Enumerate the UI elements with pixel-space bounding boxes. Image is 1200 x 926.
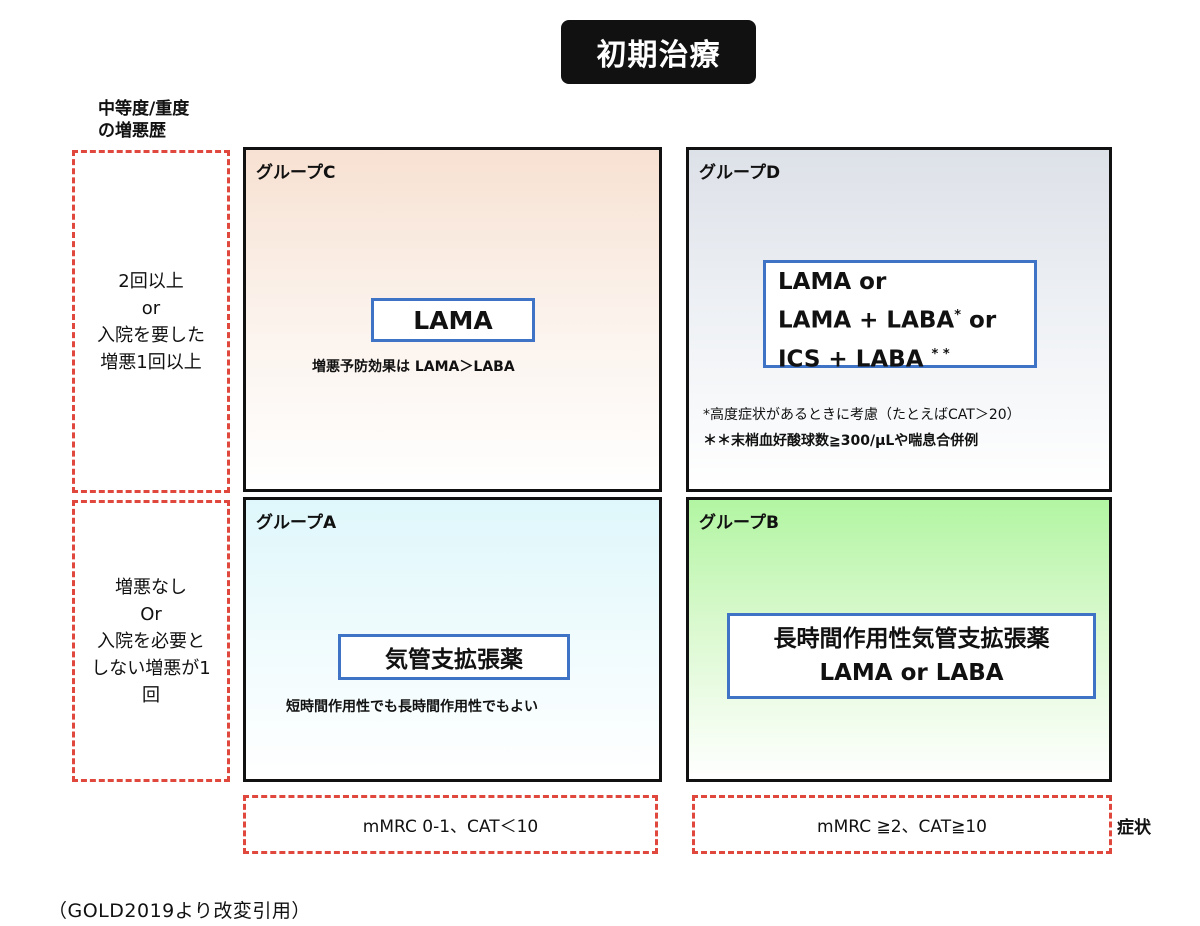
source-citation: （GOLD2019より改変引用） xyxy=(48,900,311,922)
group-d-treatment-line3: ICS + LABA * * xyxy=(778,346,950,373)
column-label-box-left: mMRC 0-1、CAT＜10 xyxy=(243,795,658,854)
group-a-treatment: 気管支拡張薬 xyxy=(385,647,523,673)
x-axis-label: 症状 xyxy=(1117,818,1151,838)
group-b-treatment-line1: 長時間作用性気管支拡張薬 xyxy=(773,626,1050,652)
group-c-treatment-box: LAMA xyxy=(371,298,535,342)
group-b-treatment-line2: LAMA or LABA xyxy=(819,660,1004,686)
row-label-top: 2回以上 or 入院を要した 増悪1回以上 xyxy=(97,270,205,373)
group-c-cell: グループC LAMA 増悪予防効果は LAMA＞LABA xyxy=(243,147,662,492)
group-b-treatment-box: 長時間作用性気管支拡張薬 LAMA or LABA xyxy=(727,613,1096,699)
group-a-cell: グループA 気管支拡張薬 短時間作用性でも長時間作用性でもよい xyxy=(243,497,662,782)
column-label-right: mMRC ≧2、CAT≧10 xyxy=(817,817,987,837)
row-label-box-bottom: 増悪なし Or 入院を必要と しない増悪が1 回 xyxy=(72,500,230,782)
group-c-treatment: LAMA xyxy=(413,305,493,335)
group-d-note-1: *高度症状があるときに考慮（たとえばCAT＞20） xyxy=(703,407,1021,423)
group-d-treatment-line1: LAMA or xyxy=(778,269,887,295)
group-a-note: 短時間作用性でも長時間作用性でもよい xyxy=(286,699,538,715)
y-axis-label: 中等度/重度 の増悪歴 xyxy=(98,99,190,141)
group-d-treatment-line2: LAMA + LABA* or xyxy=(778,307,997,334)
page-title: 初期治療 xyxy=(561,20,756,84)
group-b-title: グループB xyxy=(699,513,779,533)
group-d-note-2: ＊＊末梢血好酸球数≧300/μLや喘息合併例 xyxy=(703,433,979,449)
group-b-cell: グループB 長時間作用性気管支拡張薬 LAMA or LABA xyxy=(686,497,1112,782)
group-a-treatment-box: 気管支拡張薬 xyxy=(338,634,570,680)
group-c-note: 増悪予防効果は LAMA＞LABA xyxy=(312,359,515,375)
group-d-cell: グループD LAMA or LAMA + LABA* or ICS + LABA… xyxy=(686,147,1112,492)
group-d-treatment-box: LAMA or LAMA + LABA* or ICS + LABA * * xyxy=(763,260,1037,372)
column-label-left: mMRC 0-1、CAT＜10 xyxy=(362,817,539,837)
column-label-box-right: mMRC ≧2、CAT≧10 xyxy=(692,795,1112,854)
row-label-bottom: 増悪なし Or 入院を必要と しない増悪が1 回 xyxy=(91,576,211,706)
group-c-title: グループC xyxy=(256,163,336,183)
group-d-title: グループD xyxy=(699,163,781,183)
group-a-title: グループA xyxy=(256,513,337,533)
row-label-box-top: 2回以上 or 入院を要した 増悪1回以上 xyxy=(72,150,230,493)
